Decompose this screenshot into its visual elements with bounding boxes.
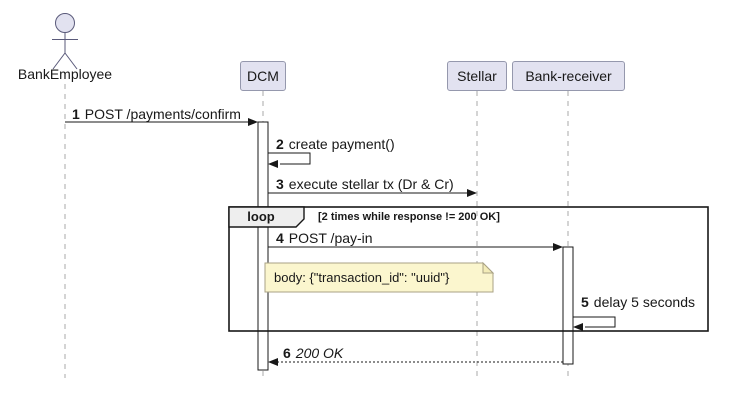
message-2-number: 2 bbox=[276, 136, 284, 152]
note-shape bbox=[264, 261, 495, 293]
actor-figure bbox=[52, 13, 78, 70]
message-1-arrowhead bbox=[248, 118, 258, 126]
actor-leg-left bbox=[52, 52, 66, 70]
message-1-text: POST /payments/confirm bbox=[84, 106, 241, 122]
message-3-text: execute stellar tx (Dr & Cr) bbox=[288, 176, 454, 192]
loop-condition-label: [2 times while response != 200 OK] bbox=[318, 211, 500, 223]
message-1-number: 1 bbox=[72, 106, 80, 122]
message-6-number: 6 bbox=[283, 345, 291, 361]
participant-dcm: DCM bbox=[240, 61, 286, 91]
message-2-arrowhead bbox=[268, 160, 278, 168]
message-4-arrowhead bbox=[553, 243, 563, 251]
activation-bank-receiver bbox=[562, 246, 574, 365]
message-3-number: 3 bbox=[276, 176, 284, 192]
loop-header-pentagon bbox=[228, 206, 305, 228]
participant-bank-receiver: Bank-receiver bbox=[512, 61, 625, 91]
message-4-text: POST /pay-in bbox=[288, 230, 373, 246]
participant-dcm-label: DCM bbox=[247, 68, 279, 84]
message-5-text: delay 5 seconds bbox=[593, 294, 695, 310]
actor-leg-right bbox=[64, 52, 78, 70]
note-label: body: {"transaction_id": "uuid"} bbox=[274, 270, 450, 285]
actor-label: BankEmployee bbox=[17, 66, 113, 82]
message-5-number: 5 bbox=[581, 294, 589, 310]
message-6-arrowhead bbox=[268, 358, 278, 366]
loop-keyword-label: loop bbox=[247, 209, 275, 224]
message-3-arrowhead bbox=[467, 189, 477, 197]
participant-stellar: Stellar bbox=[447, 61, 507, 91]
actor-head bbox=[55, 13, 75, 33]
message-5-arrowhead bbox=[573, 323, 583, 331]
participant-bank-receiver-label: Bank-receiver bbox=[525, 68, 612, 84]
loop-frame bbox=[228, 206, 709, 332]
note-fold-corner bbox=[482, 261, 495, 274]
message-2-text: create payment() bbox=[288, 136, 395, 152]
message-2-line bbox=[268, 152, 311, 165]
message-6-text: 200 OK bbox=[295, 345, 344, 361]
note-body bbox=[264, 262, 494, 293]
message-5-line bbox=[573, 316, 616, 328]
activation-dcm bbox=[257, 121, 269, 371]
participant-stellar-label: Stellar bbox=[457, 68, 497, 84]
message-4-number: 4 bbox=[276, 230, 284, 246]
